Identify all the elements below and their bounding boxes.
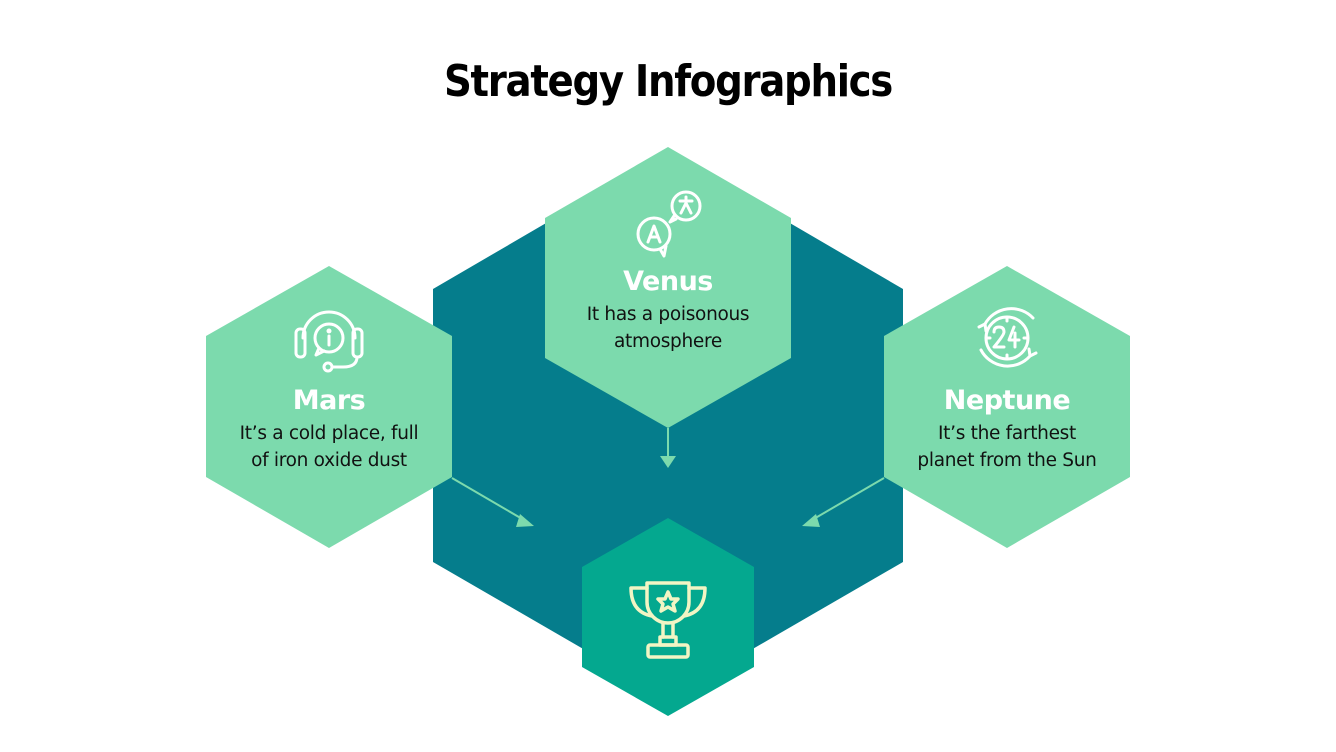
mars-arrow [451, 477, 534, 527]
mars-description: It’s a cold place, full of iron oxide du… [204, 420, 454, 474]
neptune-arrow [802, 477, 885, 527]
venus-description: It has a poisonous atmosphere [548, 301, 788, 355]
center-hexagon [582, 518, 754, 716]
mars-description-line1: It’s a cold place, full [239, 423, 419, 444]
venus-description-line1: It has a poisonous [586, 304, 750, 325]
neptune-description: It’s the farthest planet from the Sun [882, 420, 1132, 474]
venus-arrow [660, 428, 676, 468]
headset-info-icon [294, 310, 364, 373]
24-hours-icon [977, 307, 1038, 368]
mars-card: Mars It’s a cold place, full of iron oxi… [204, 385, 454, 474]
venus-card: Venus It has a poisonous atmosphere [548, 266, 788, 355]
neptune-card: Neptune It’s the farthest planet from th… [882, 385, 1132, 474]
neptune-description-line1: It’s the farthest [938, 423, 1076, 444]
mars-name: Mars [292, 385, 366, 416]
mars-description-line2: of iron oxide dust [251, 450, 407, 471]
neptune-hexagon [884, 266, 1130, 548]
venus-hexagon [545, 147, 791, 428]
trophy-star-icon [629, 581, 707, 659]
neptune-description-line2: planet from the Sun [917, 450, 1097, 471]
venus-name: Venus [623, 266, 713, 297]
page-title: Strategy Infographics [443, 56, 893, 107]
venus-description-line2: atmosphere [613, 331, 722, 352]
mars-hexagon [206, 266, 452, 548]
translate-chat-icon [636, 190, 702, 258]
neptune-name: Neptune [943, 385, 1071, 416]
